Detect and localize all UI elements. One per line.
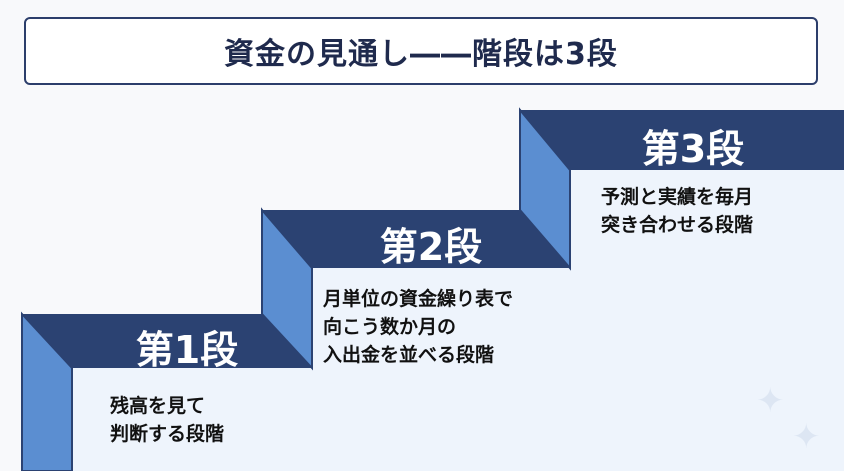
step-1-tread xyxy=(22,314,312,368)
step-1-description-line: 判断する段階 xyxy=(110,423,225,445)
title-box: 資金の見通し――階段は3段 xyxy=(24,17,818,85)
step-2-label: 第2段 xyxy=(379,225,483,269)
step-1-label: 第1段 xyxy=(135,328,239,372)
step-1-description-line: 残高を見て xyxy=(110,395,206,417)
step-3-description-line: 予測と実績を毎月 xyxy=(601,186,754,208)
step-1-riser xyxy=(21,311,73,471)
step-2-front xyxy=(312,268,570,471)
step-2-description-line: 向こう数か月の xyxy=(323,316,457,338)
step-3-front xyxy=(570,170,844,471)
step-3-label: 第3段 xyxy=(641,127,745,171)
page-title: 資金の見通し――階段は3段 xyxy=(224,37,618,72)
sparkle-icon: ✦ xyxy=(792,417,821,457)
sparkle-icon: ✦ xyxy=(756,381,785,421)
step-2-description-line: 入出金を並べる段階 xyxy=(323,344,495,366)
step-3-description-line: 突き合わせる段階 xyxy=(601,214,754,236)
step-2-description: 月単位の資金繰り表で 向こう数か月の 入出金を並べる段階 xyxy=(323,285,513,369)
step-1-description: 残高を見て 判断する段階 xyxy=(110,392,224,448)
step-3-description: 予測と実績を毎月 突き合わせる段階 xyxy=(601,183,753,239)
step-3-tread xyxy=(520,110,844,170)
step-2-tread xyxy=(262,210,570,268)
step-1-front xyxy=(72,368,312,471)
step-2-description-line: 月単位の資金繰り表で xyxy=(323,288,514,310)
